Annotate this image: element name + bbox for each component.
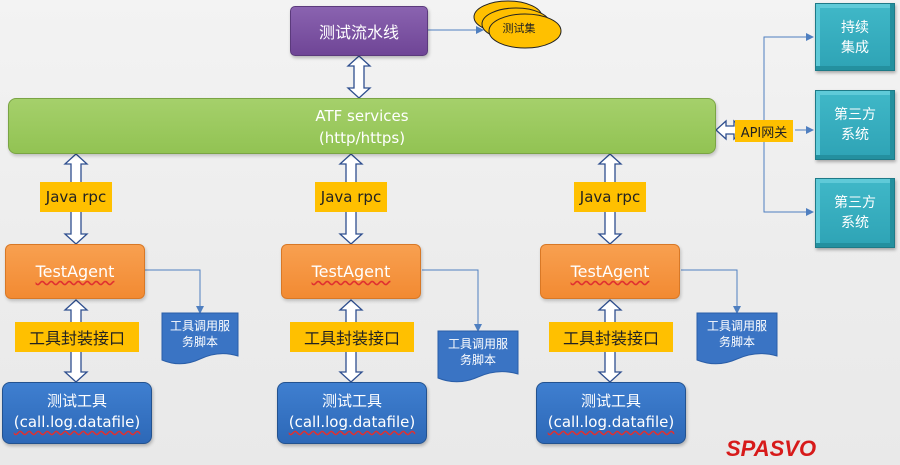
external-system-line1: 持续 [841,20,869,36]
external-system-line1: 第三方 [834,195,876,211]
external-system-ci: 持续 集成 [815,3,895,71]
test-tool-subtitle: (call.log.datafile) [288,413,416,431]
pipeline-atf-arrow [346,55,372,99]
doc-line1: 工具调用服 [169,319,230,333]
test-agent-box: TestAgent [5,244,145,299]
atf-services-box: ATF services (http/https) [8,98,716,154]
java-rpc-label: Java rpc [40,182,112,212]
tool-script-doc: 工具调用服 务脚本 [697,313,777,353]
test-tool-box: 测试工具 (call.log.datafile) [277,382,427,444]
agent-doc-links [144,269,741,332]
doc-line1: 工具调用服 [706,319,767,333]
test-agent-box: TestAgent [281,244,421,299]
external-system-line2: 系统 [841,215,869,231]
external-system-third-party: 第三方 系统 [815,90,895,160]
test-agent-box: TestAgent [540,244,680,299]
doc-line2: 务脚本 [718,335,755,349]
test-set-ellipses [473,0,562,49]
tool-wrapper-label: 工具封装接口 [15,322,139,352]
test-agent-label: TestAgent [35,262,115,281]
tool-script-doc: 工具调用服 务脚本 [162,313,238,353]
test-tool-subtitle: (call.log.datafile) [13,413,141,431]
java-rpc-label: Java rpc [315,182,387,212]
test-tool-title: 测试工具 [580,392,641,410]
doc-line2: 务脚本 [181,335,218,349]
test-tool-title: 测试工具 [46,392,107,410]
atf-protocol: (http/https) [318,129,406,147]
tool-script-doc: 工具调用服 务脚本 [438,331,518,371]
doc-shapes [161,312,778,383]
external-system-line1: 第三方 [834,107,876,123]
external-system-third-party: 第三方 系统 [815,178,895,248]
test-set-label: 测试集 [502,22,536,35]
tool-wrapper-label: 工具封装接口 [290,322,414,352]
test-tool-title: 测试工具 [321,392,382,410]
test-tool-box: 测试工具 (call.log.datafile) [536,382,686,444]
brand-logo: SPASVO [726,436,817,461]
test-tool-box: 测试工具 (call.log.datafile) [2,382,152,444]
pipeline-box: 测试流水线 [290,6,428,56]
doc-line1: 工具调用服 [447,337,508,351]
atf-title: ATF services [315,107,409,125]
java-rpc-label: Java rpc [574,182,646,212]
pipeline-label: 测试流水线 [318,23,399,42]
test-tool-subtitle: (call.log.datafile) [547,413,675,431]
test-agent-label: TestAgent [570,262,650,281]
external-system-line2: 集成 [841,40,869,56]
gateway-links [763,33,814,216]
external-system-line2: 系统 [841,127,869,143]
tool-wrapper-label: 工具封装接口 [549,322,673,352]
test-agent-label: TestAgent [311,262,391,281]
doc-line2: 务脚本 [459,353,496,367]
api-gateway-label: API网关 [735,120,793,142]
